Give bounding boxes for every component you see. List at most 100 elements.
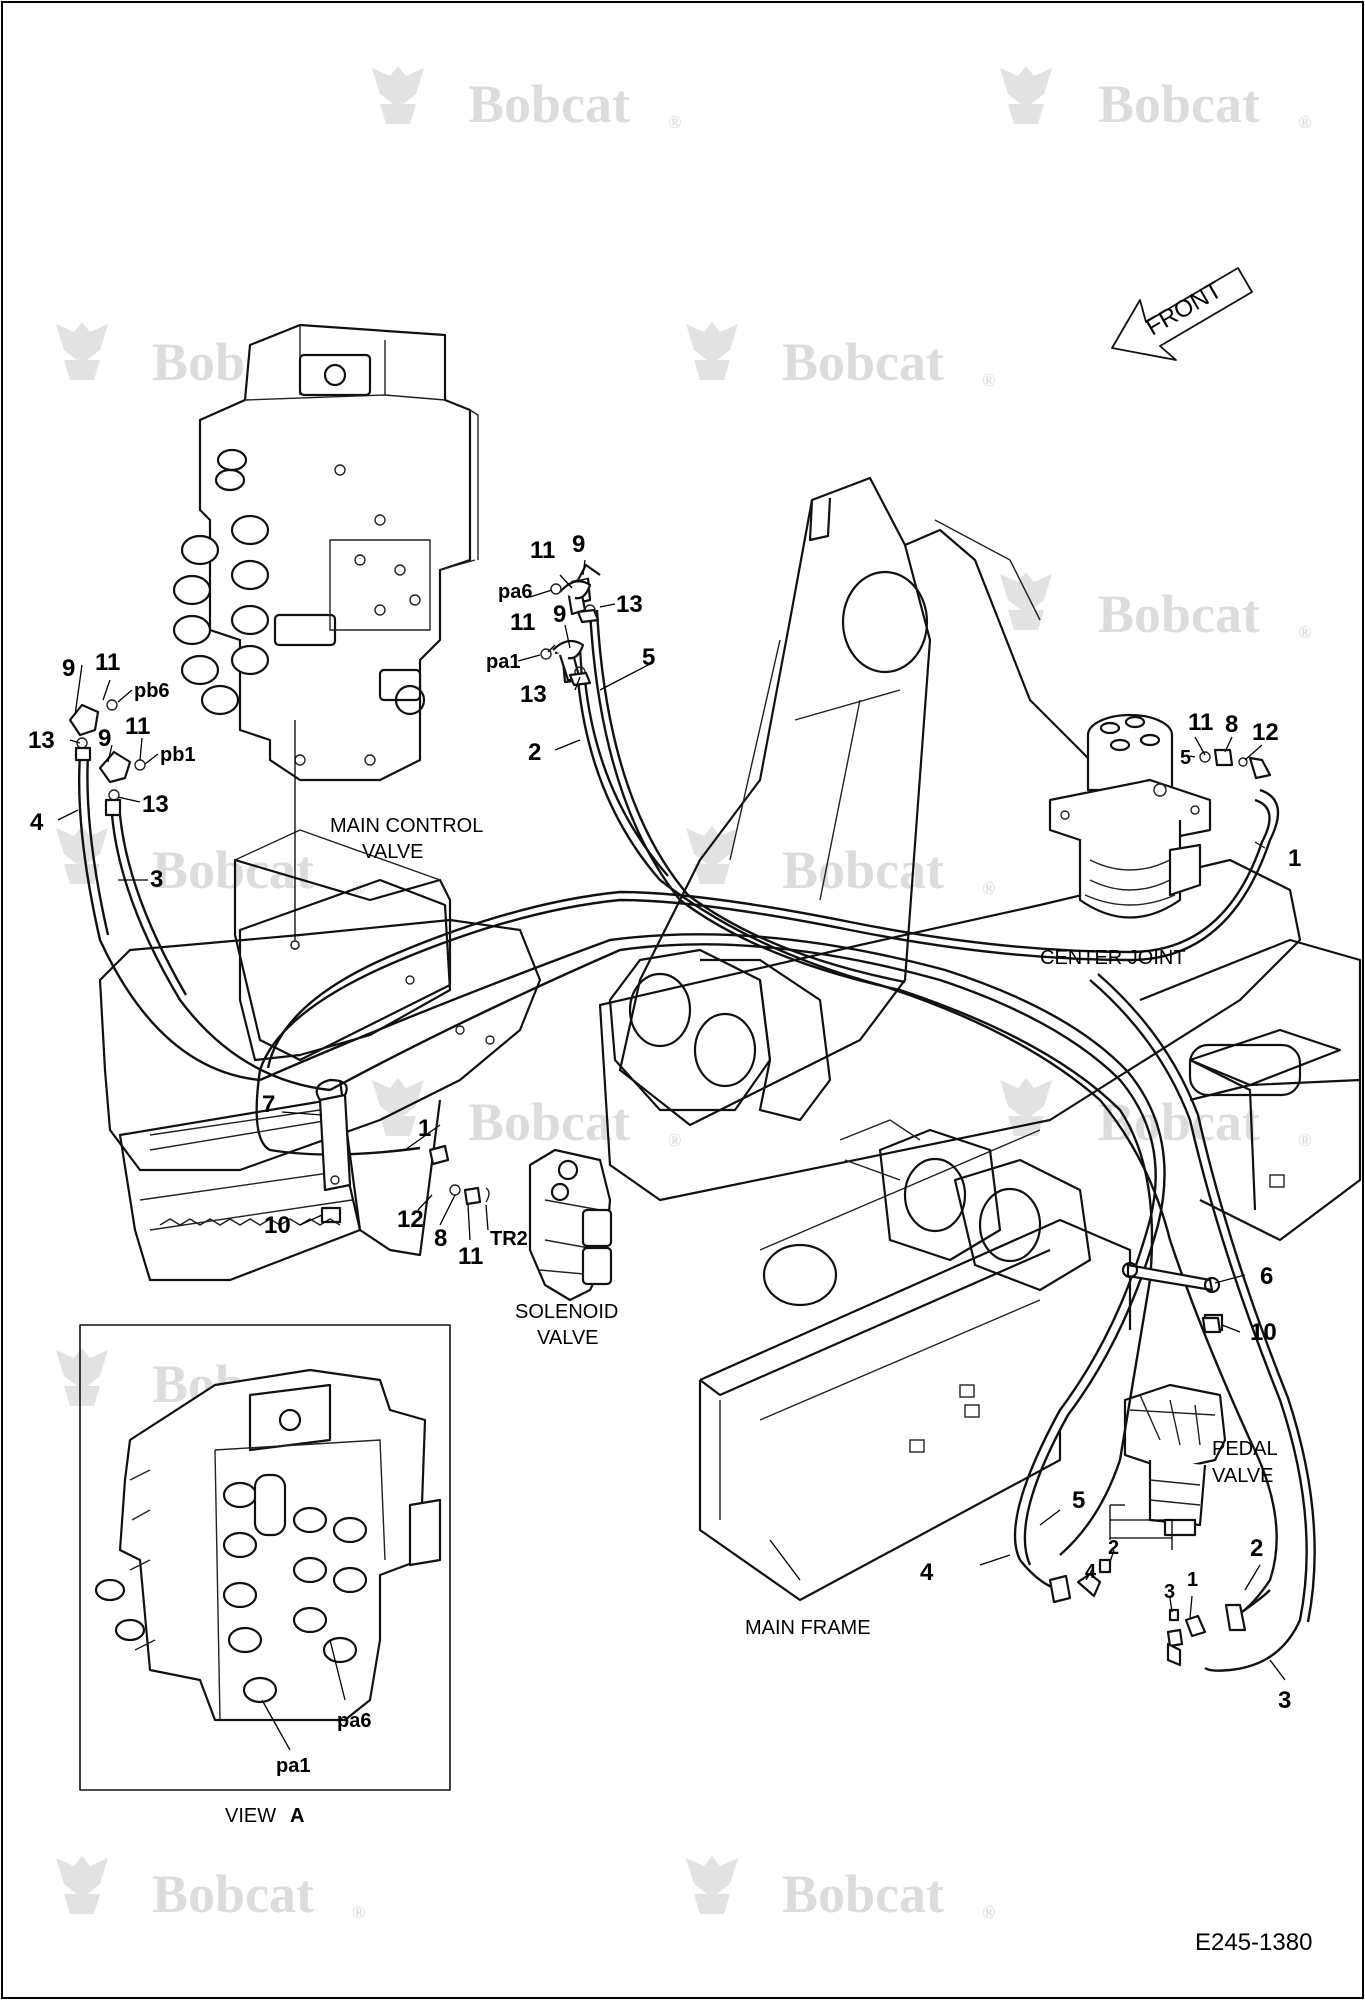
hose-bundle (329, 943, 1157, 1561)
bobcat-logo-icon (56, 1348, 108, 1406)
bobcat-logo-icon (1000, 572, 1052, 630)
watermark-mark: ® (1298, 1130, 1311, 1150)
bobcat-logo-icon (686, 1856, 738, 1914)
watermark-2: Bobcat ® (1000, 66, 1311, 134)
upper-frame-structure (618, 476, 1091, 1127)
callout-5: 5 (1072, 1487, 1085, 1514)
callout-11: 11 (125, 713, 150, 740)
watermark-brand: Bobcat (1098, 584, 1260, 644)
center-joint-fittings (1199, 748, 1272, 780)
view-a-caption: VIEW (225, 1805, 276, 1827)
caption-main-frame: MAIN FRAME (745, 1617, 871, 1639)
bolt-left (320, 1206, 342, 1224)
watermark-8: Bobcat ® (372, 1078, 681, 1152)
hose-3 (110, 814, 331, 1092)
watermark-brand: Bobcat (782, 332, 944, 392)
callout-1: 1 (1187, 1569, 1198, 1591)
valve-spool-left (172, 448, 270, 716)
mcv-fittings (540, 563, 601, 687)
callout-8: 8 (1225, 711, 1238, 738)
callout-12: 12 (1252, 719, 1279, 746)
watermark-mark: ® (352, 1902, 365, 1922)
callout-2: 2 (1108, 1537, 1119, 1559)
caption-solenoid-valve-line1: SOLENOID (515, 1301, 618, 1323)
callout-9: 9 (553, 601, 566, 628)
left-fittings (68, 699, 146, 817)
caption-pedal-valve-line2: VALVE (1212, 1465, 1274, 1487)
callout-5: 5 (642, 644, 655, 671)
callout-9: 9 (572, 531, 585, 558)
hose-1 (255, 788, 1280, 1156)
front-direction-arrow: FRONT (1111, 267, 1253, 361)
callout-5: 5 (1180, 747, 1191, 769)
view-a-port-pa1: pa1 (276, 1755, 310, 1777)
bobcat-logo-icon (686, 322, 738, 380)
callout-13: 13 (28, 727, 55, 754)
watermark-mark: ® (1298, 622, 1311, 642)
pedal-valve-fittings (1048, 1558, 1247, 1667)
view-a-inset: pa6 pa1 (79, 1324, 451, 1791)
callout-4: 4 (920, 1559, 934, 1586)
main-frame (598, 858, 1362, 1602)
port-label-pb6: pb6 (134, 680, 170, 702)
callout-2: 2 (1250, 1535, 1263, 1562)
bobcat-logo-icon (1000, 1078, 1052, 1136)
caption-main-control-valve-line1: MAIN CONTROL (330, 815, 483, 837)
port-label-pa1: pa1 (486, 651, 520, 673)
watermark-mark: ® (668, 112, 681, 132)
callout-9: 9 (62, 655, 75, 682)
hose-routing (77, 609, 1316, 1672)
view-a-letter: A (290, 1805, 304, 1827)
boom-pivot-hole (841, 570, 929, 674)
callout-13: 13 (616, 591, 643, 618)
mcv-mounting-bracket (233, 720, 452, 1062)
callout-8: 8 (434, 1225, 447, 1252)
solenoid-fittings (428, 1144, 490, 1206)
bobcat-logo-icon (56, 322, 108, 380)
watermark-9: Bobcat ® (1000, 1078, 1311, 1152)
watermark-brand: Bobcat (152, 1864, 314, 1924)
boom-brackets (608, 948, 1092, 1292)
callout-11: 11 (95, 649, 120, 676)
watermark-mark: ® (1298, 112, 1311, 132)
watermark-12: Bobcat ® (686, 1856, 995, 1924)
main-control-valve (172, 323, 479, 782)
callout-4: 4 (1085, 1561, 1097, 1583)
watermark-layer: Bobcat ® Bobcat ® Bobcat ® Bobcat ® Bobc… (56, 66, 1311, 1924)
callout-12: 12 (397, 1206, 424, 1233)
watermark-4: Bobcat ® (686, 322, 995, 392)
watermark-brand: Bobcat (1098, 74, 1260, 134)
drawing-number: E245-1380 (1195, 1929, 1312, 1956)
watermark-mark: ® (982, 370, 995, 390)
frame-hole (762, 1243, 838, 1307)
callout-4: 4 (30, 809, 44, 836)
callout-10: 10 (1250, 1319, 1277, 1346)
port-label-tr2: TR2 (490, 1228, 528, 1250)
hose-5 (588, 609, 1154, 1556)
caption-center-joint: CENTER JOINT (1040, 947, 1186, 969)
solenoid-valve (528, 1148, 613, 1302)
bobcat-logo-icon (686, 826, 738, 884)
callout-13: 13 (520, 681, 547, 708)
callout-6: 6 (1260, 1263, 1273, 1290)
callout-numbers: 11 9 13 11 9 13 5 2 9 11 13 9 11 13 4 3 … (28, 531, 1301, 1714)
callout-13: 13 (142, 791, 169, 818)
bobcat-logo-icon (1000, 66, 1052, 124)
callout-3: 3 (1278, 1687, 1291, 1714)
watermark-brand: Bobcat (468, 74, 630, 134)
callout-11: 11 (1188, 709, 1213, 736)
watermark-mark: ® (668, 1130, 681, 1150)
watermark-mark: ® (982, 878, 995, 898)
callout-11: 11 (510, 609, 535, 636)
port-label-pa6: pa6 (498, 581, 532, 603)
watermark-brand: Bobcat (468, 1092, 630, 1152)
watermark-11: Bobcat ® (56, 1856, 365, 1924)
hose-3-right (1089, 979, 1308, 1672)
hose-clamp (315, 1078, 352, 1192)
caption-pedal-valve-line1: PEDAL (1212, 1438, 1278, 1460)
view-a-port-pa6: pa6 (337, 1710, 371, 1732)
watermark-brand: Bobcat (1098, 1092, 1260, 1152)
callout-11: 11 (458, 1243, 483, 1270)
leader-lines (57, 559, 1286, 1681)
